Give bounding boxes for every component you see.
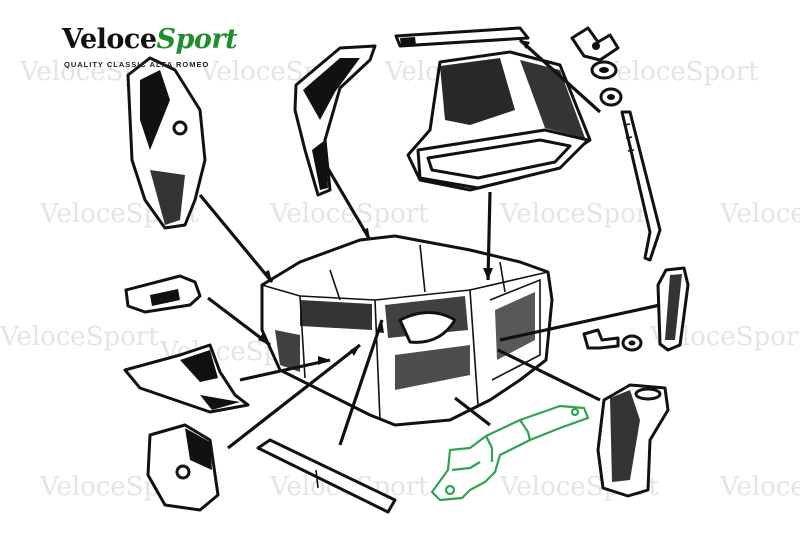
bolt-icon xyxy=(620,110,662,262)
brand-name-part2: Sport xyxy=(156,24,238,55)
hardware-set-top xyxy=(570,26,662,262)
watermark-text: VeloceSport xyxy=(719,199,800,229)
watermark-text: VeloceSport xyxy=(599,57,759,87)
hardware-set-right xyxy=(582,328,643,352)
washer-icon xyxy=(590,60,618,80)
small-mounting-bracket xyxy=(124,274,202,314)
watermark-text: VeloceSport xyxy=(499,199,659,229)
leader-lines xyxy=(198,38,661,450)
brand-logo: VeloceSport QUALITY CLASSIC ALFA ROMEO xyxy=(58,22,258,82)
left-floor-gusset xyxy=(123,343,250,414)
arrow-heads xyxy=(258,40,530,365)
upper-crossmember xyxy=(394,26,530,48)
brand-tagline: QUALITY CLASSIC ALFA ROMEO xyxy=(64,60,210,69)
left-inner-wing-panel xyxy=(126,56,207,230)
wing-nut-icon xyxy=(570,26,620,62)
lower-crossmember xyxy=(256,438,397,514)
body-shell-assembly xyxy=(260,234,554,427)
nut-icon xyxy=(621,334,643,352)
front-bulkhead-side-panel xyxy=(293,44,377,197)
right-rear-support-tower xyxy=(596,383,670,498)
nut-icon xyxy=(599,87,623,107)
watermark-text: VeloceSport xyxy=(0,322,159,352)
right-vertical-strut xyxy=(656,266,690,352)
watermark-text: VeloceSport xyxy=(719,472,800,502)
engine-mount-bracket-left xyxy=(146,423,220,512)
brand-name: VeloceSport xyxy=(62,24,238,55)
battery-tray xyxy=(406,50,592,192)
rear-support-bracket-highlighted[interactable] xyxy=(430,404,590,502)
brand-name-part1: Veloce xyxy=(62,24,157,55)
bolt-icon xyxy=(582,328,620,350)
